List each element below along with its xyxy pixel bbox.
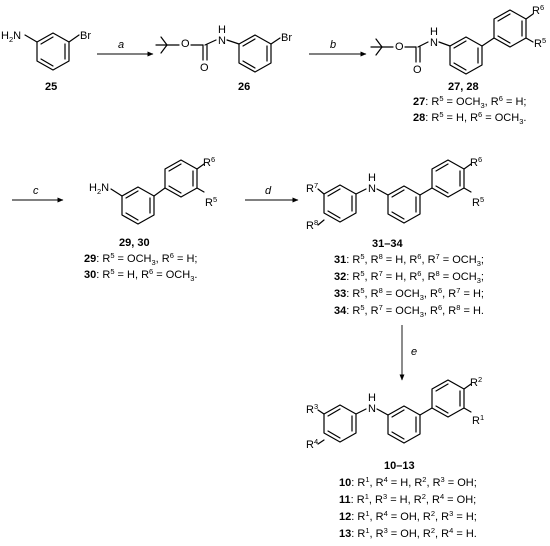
definition-12: 12: R1​, R4​ = OH, R2​, R3​ = H; [339, 509, 477, 523]
reagent-c-label: c [33, 185, 39, 197]
reagent-b-label: b [330, 39, 336, 51]
carbonyl-oxygen-label: O [200, 62, 209, 74]
r4-label: R4​ [306, 437, 318, 451]
compound-id-31-34: 31–34 [372, 238, 403, 250]
nh-hydrogen-label: H [218, 24, 226, 36]
compound-29-30: H2​N R6​ R5​ 29, 30 [89, 155, 217, 249]
carbonyl-oxygen-label: O [413, 64, 422, 76]
nh-hydrogen-label: H [368, 172, 376, 184]
definition-13: 13: R1​, R3​ = OH, R2​, R4​ = H. [339, 526, 477, 540]
nh-hydrogen-label: H [430, 26, 438, 38]
definition-10: 10: R1​, R4​ = H, R2​, R3​ = OH; [339, 475, 477, 489]
r6-label: R6​ [532, 3, 544, 17]
r6-label: R6​ [470, 155, 482, 169]
r5-label: R5​ [472, 195, 484, 209]
arrow-c: c [12, 185, 64, 203]
definition-28: 28: R5​ = H, R6​ = OCH3​. [413, 110, 526, 126]
compound-31-34: R7​ R8​ H N R6​ R5​ 31–34 [306, 155, 484, 250]
arrow-a: a [97, 39, 154, 57]
nh-nitrogen-label: N [430, 37, 438, 49]
amine-label: H2​N [1, 30, 21, 44]
definition-27: 27: R5​ = OCH3​, R6​ = H; [413, 94, 526, 110]
nh-nitrogen-label: N [368, 183, 376, 195]
ester-oxygen-label: O [181, 38, 190, 50]
reagent-e-label: e [411, 346, 417, 358]
definition-11: 11: R1​, R3​ = H, R2​, R4​ = OH; [339, 492, 476, 506]
r5-label: R5​ [534, 36, 546, 50]
amine-label: H2​N [89, 182, 109, 196]
bromo-label: Br [80, 30, 91, 42]
compound-id-26: 26 [238, 81, 250, 93]
r7-label: R7​ [306, 181, 318, 195]
compound-id-25: 25 [45, 81, 57, 93]
arrow-e: e [399, 325, 417, 381]
ester-oxygen-label: O [395, 41, 404, 53]
r1-label: R1​ [472, 413, 484, 427]
definition-30: 30: R5​ = H, R6​ = OCH3​. [84, 267, 197, 283]
reagent-d-label: d [265, 185, 272, 197]
nh-nitrogen-label: N [368, 403, 376, 415]
compound-27-28: O O H N R6​ R5​ 27, 28 [370, 3, 546, 93]
compound-id-27-28: 27, 28 [448, 81, 479, 93]
definitions-31-34: 31: R5​, R8​ = H, R6​, R7​ = OCH3​; 32: … [334, 252, 484, 319]
definition-31: 31: R5​, R8​ = H, R6​, R7​ = OCH3​; [334, 252, 484, 268]
r2-label: R2​ [470, 375, 482, 389]
compound-id-10-13: 10–13 [384, 460, 415, 472]
r6-label: R6​ [203, 155, 215, 169]
definitions-29-30: 29: R5​ = OCH3​, R6​ = H; 30: R5​ = H, R… [84, 251, 197, 283]
nh-nitrogen-label: N [218, 35, 226, 47]
arrow-b: b [309, 39, 367, 57]
compound-25: H2​N Br 25 [1, 30, 91, 93]
compound-10-13: R3​ R4​ H N R2​ R1​ 10–13 [306, 375, 484, 472]
definition-33: 33: R5​, R8​ = OCH3​, R6​, R7​ = H; [334, 286, 484, 302]
nh-hydrogen-label: H [368, 392, 376, 404]
definition-29: 29: R5​ = OCH3​, R6​ = H; [84, 251, 197, 267]
arrow-d: d [245, 185, 299, 203]
compound-26: O O H N Br 26 [155, 24, 292, 93]
reagent-a-label: a [118, 39, 124, 51]
definition-34: 34: R5​, R7​ = OCH3​, R6​, R8​ = H. [334, 303, 484, 319]
definition-32: 32: R5​, R7​ = H, R6​, R8​ = OCH3​; [334, 269, 484, 285]
compound-id-29-30: 29, 30 [119, 237, 150, 249]
definitions-27-28: 27: R5​ = OCH3​, R6​ = H; 28: R5​ = H, R… [413, 94, 526, 126]
bromo-label: Br [281, 32, 292, 44]
definitions-10-13: 10: R1​, R4​ = H, R2​, R3​ = OH; 11: R1​… [339, 475, 477, 540]
r5-label: R5​ [205, 195, 217, 209]
r8-label: R8​ [306, 218, 318, 232]
r3-label: R3​ [306, 402, 318, 416]
